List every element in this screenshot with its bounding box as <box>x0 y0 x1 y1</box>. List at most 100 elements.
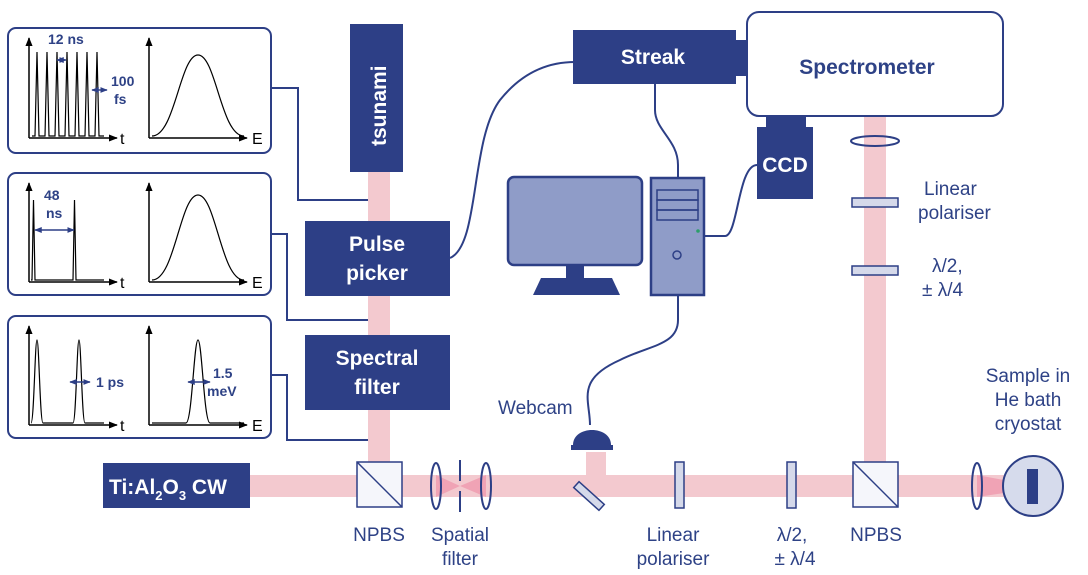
pickoff-mirror <box>572 480 606 512</box>
spectral-filter-label-1: Spectral <box>336 347 419 370</box>
spectral-filter-box <box>305 335 450 410</box>
monitor-neck <box>566 265 584 278</box>
linewidth-label-2: meV <box>207 383 237 399</box>
webcam-dome <box>573 430 611 445</box>
cable-picker-streak <box>449 61 576 259</box>
cable-computer-ccd <box>704 164 758 237</box>
sample-holder <box>1027 469 1038 504</box>
polariser-right-plate <box>851 197 899 208</box>
waveplate-right-label-2: ± λ/4 <box>922 280 963 301</box>
cw-label-sub1: 2 <box>155 488 162 503</box>
polariser-bottom-label-2: polariser <box>637 549 711 570</box>
spectral-filter: Spectral filter <box>305 335 450 410</box>
energy-axis-label: E <box>252 275 263 292</box>
webcam-label: Webcam <box>498 398 573 419</box>
spectrometer-lens <box>850 135 900 147</box>
cw-label-main: Ti:Al <box>109 476 155 499</box>
monitor-screen <box>506 175 644 267</box>
linear-polariser-right: Linear polariser <box>851 179 992 224</box>
polariser-bottom-label-1: Linear <box>647 525 700 546</box>
streak-box <box>573 30 736 84</box>
spatial-filter: Spatial filter <box>430 460 492 570</box>
monitor-base <box>533 278 620 295</box>
spatial-lens-1 <box>430 462 442 510</box>
waveplate-bottom-plate <box>786 461 797 509</box>
panel-train-picked: 48 ns t E <box>7 172 272 296</box>
pulse-picker-label-2: picker <box>346 262 408 285</box>
polariser-right-label-1: Linear <box>924 179 977 200</box>
pulse-picker: Pulse picker <box>305 221 450 296</box>
cable-streak-computer <box>654 84 679 178</box>
sample-lens <box>971 462 983 510</box>
width-label-2: fs <box>114 91 127 107</box>
waveplate-bottom: λ/2, ± λ/4 <box>774 461 816 570</box>
spatial-lens-2 <box>480 462 492 510</box>
waveplate-bottom-label-2: ± λ/4 <box>774 549 815 570</box>
streak-coupler <box>736 40 748 76</box>
streak-label: Streak <box>621 46 686 69</box>
spectrometer-label: Spectrometer <box>799 56 934 79</box>
time-axis-label: t <box>120 418 125 435</box>
ccd-label: CCD <box>762 154 808 177</box>
pulse-train <box>30 339 104 424</box>
waveplate-bottom-label-1: λ/2, <box>777 525 808 546</box>
polariser-right-label-2: polariser <box>918 203 992 224</box>
cable-panel3 <box>270 374 368 441</box>
linewidth-label-1: 1.5 <box>213 365 233 381</box>
cw-laser: Ti:Al2O3 CW <box>103 463 250 508</box>
cryostat: Sample in He bath cryostat <box>986 366 1071 517</box>
waveplate-right-label-1: λ/2, <box>932 256 963 277</box>
spectrometer-box <box>746 11 1004 117</box>
pulse-picker-label-1: Pulse <box>349 233 405 256</box>
spatial-filter-label-1: Spatial <box>431 525 489 546</box>
tower-case <box>649 176 706 297</box>
cables <box>270 61 758 441</box>
ccd-camera: CCD <box>757 116 813 199</box>
beam-tsunami-vertical <box>368 172 390 485</box>
pulse-picker-box <box>305 221 450 296</box>
cable-panel1 <box>270 87 368 201</box>
pulse-train <box>32 51 104 137</box>
energy-axis-label: E <box>252 418 263 435</box>
period-label-1: 48 <box>44 187 60 203</box>
ccd-box <box>757 127 813 199</box>
beam-webcam-vertical <box>586 452 606 487</box>
webcam-base <box>571 445 613 450</box>
waveplate-right: λ/2, ± λ/4 <box>851 256 963 301</box>
sample-label-1: Sample in <box>986 366 1071 387</box>
period-label-2: ns <box>46 205 63 221</box>
sample-label-2: He bath <box>995 390 1062 411</box>
cable-panel2 <box>270 233 368 321</box>
npbs-left-diagonal <box>356 461 403 508</box>
width-label-1: 100 <box>111 73 135 89</box>
spatial-filter-label-2: filter <box>442 549 479 570</box>
tsunami-label: tsunami <box>368 65 391 146</box>
width-label: 1 ps <box>96 374 124 390</box>
streak-camera: Streak <box>573 30 748 84</box>
npbs-left: NPBS <box>353 461 405 546</box>
panel-train-filtered: 1 ps t 1.5 meV E <box>7 315 272 439</box>
cw-label-sub2: 3 <box>179 488 186 503</box>
tower-power-button <box>672 250 682 260</box>
cw-laser-box <box>103 463 250 508</box>
cw-label-mid: O <box>163 476 179 499</box>
tower-bay-3 <box>656 209 699 221</box>
tsunami-laser: tsunami <box>350 24 403 172</box>
pickoff-mirror-plate <box>572 480 606 512</box>
webcam: Webcam <box>498 398 613 450</box>
npbs-right-diagonal <box>852 461 899 508</box>
npbs-right-label: NPBS <box>850 525 902 546</box>
time-axis-label: t <box>120 131 125 148</box>
sample-label-3: cryostat <box>995 414 1062 435</box>
cable-computer-webcam <box>586 295 679 426</box>
spectrometer: Spectrometer <box>746 11 1004 117</box>
panel-train-source: 12 ns 100 fs t E <box>7 27 272 154</box>
cw-label-tail: CW <box>186 476 227 499</box>
npbs-right: NPBS <box>850 461 902 546</box>
spectrum-curve <box>152 339 244 424</box>
npbs-left-label: NPBS <box>353 525 405 546</box>
spectrum-curve <box>151 194 245 281</box>
linear-polariser-bottom: Linear polariser <box>637 461 711 570</box>
pulse-train <box>31 199 104 281</box>
